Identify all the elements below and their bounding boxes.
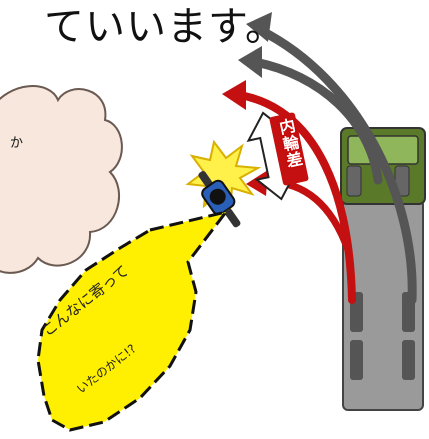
heading-text: ていいます。 (44, 0, 286, 52)
thought-cloud (0, 86, 122, 273)
thought-text: か (10, 132, 23, 151)
